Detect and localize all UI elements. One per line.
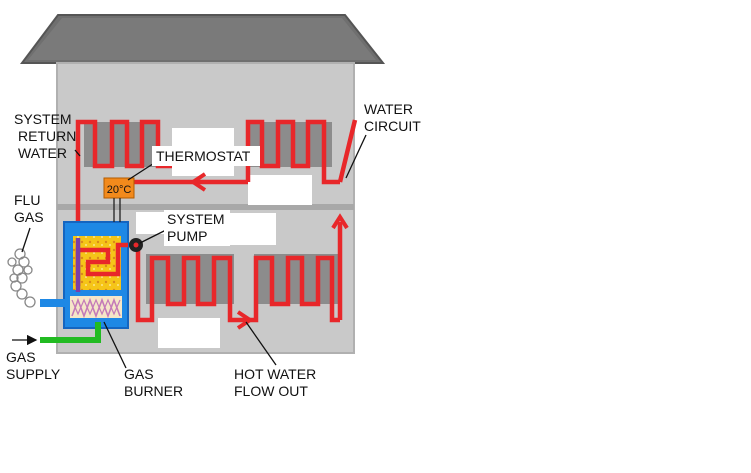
gas-supply-pipe bbox=[40, 322, 101, 343]
arrow-right-icon bbox=[236, 310, 254, 330]
svg-text:FLU: FLU bbox=[14, 192, 40, 208]
svg-text:THERMOSTAT: THERMOSTAT bbox=[156, 148, 251, 164]
flame-icon bbox=[71, 297, 121, 319]
svg-text:CIRCUIT: CIRCUIT bbox=[364, 118, 421, 134]
svg-text:BURNER: BURNER bbox=[124, 383, 183, 399]
svg-text:FLOW OUT: FLOW OUT bbox=[234, 383, 308, 399]
svg-text:GAS: GAS bbox=[124, 366, 154, 382]
label-system-pump: SYSTEM PUMP bbox=[164, 210, 230, 246]
label-hot-water-flow-out: HOT WATER FLOW OUT bbox=[234, 366, 316, 399]
svg-text:SYSTEM: SYSTEM bbox=[14, 111, 72, 127]
pipe-downstairs-coil bbox=[128, 242, 340, 323]
label-water-circuit: WATER CIRCUIT bbox=[364, 101, 421, 134]
svg-text:GAS: GAS bbox=[14, 209, 44, 225]
pointers bbox=[12, 134, 367, 369]
svg-text:SUPPLY: SUPPLY bbox=[6, 366, 61, 382]
label-gas-burner: GAS BURNER bbox=[124, 366, 183, 399]
label-gas-supply: GAS SUPPLY bbox=[6, 349, 61, 382]
pipe-upstairs-left-coil bbox=[75, 119, 172, 238]
radiator-downstairs-right bbox=[254, 254, 338, 304]
arrow-up-icon bbox=[331, 213, 349, 230]
smoke-icon bbox=[7, 248, 36, 308]
label-system-return-water: SYSTEM RETURN WATER bbox=[14, 111, 76, 161]
svg-text:RETURN: RETURN bbox=[18, 128, 76, 144]
svg-text:WATER: WATER bbox=[364, 101, 413, 117]
flue-pipe bbox=[40, 299, 66, 307]
svg-text:GAS: GAS bbox=[6, 349, 36, 365]
svg-text:SYSTEM: SYSTEM bbox=[167, 211, 225, 227]
thermostat: 20°C bbox=[103, 177, 135, 222]
radiator-downstairs-left bbox=[146, 254, 234, 304]
label-thermostat: THERMOSTAT bbox=[152, 146, 260, 166]
label-flu-gas: FLU GAS bbox=[14, 192, 44, 225]
pipe-riser bbox=[337, 119, 358, 320]
pipe-upstairs-right-coil bbox=[245, 119, 340, 185]
heat-exchanger-coil bbox=[75, 242, 128, 286]
house-roof bbox=[20, 14, 386, 64]
pump-icon bbox=[129, 238, 143, 252]
svg-text:PUMP: PUMP bbox=[167, 228, 207, 244]
arrow-left-icon bbox=[189, 172, 207, 192]
thermostat-display: 20°C bbox=[107, 184, 132, 196]
svg-text:HOT WATER: HOT WATER bbox=[234, 366, 316, 382]
svg-text:WATER: WATER bbox=[18, 145, 67, 161]
